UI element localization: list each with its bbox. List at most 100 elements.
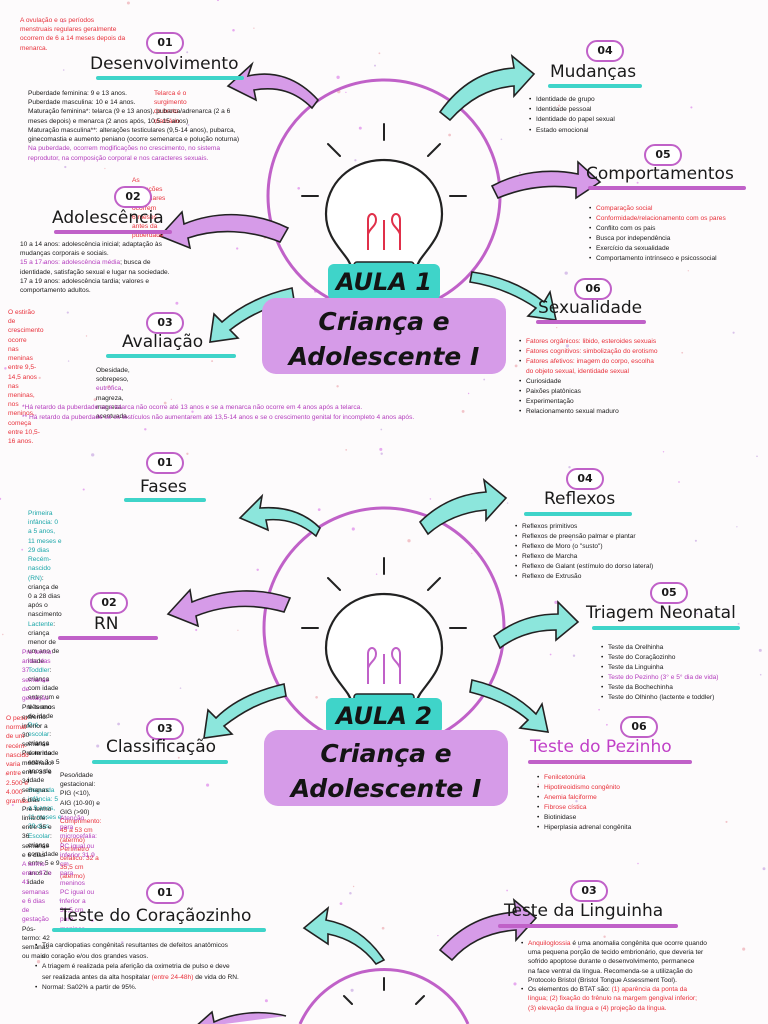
text-span: Pré-termo limítrofe: entre 35 e 36 seman… [22, 805, 52, 859]
text-span: Fatores orgânicos: libido, esteroides se… [526, 338, 657, 345]
text-span: identidade, satisfação sexual e lugar na… [20, 268, 170, 276]
speckle-dot [756, 455, 758, 458]
speckle-dot [758, 648, 762, 652]
text-span: Exercício da sexualidade [596, 245, 670, 252]
speckle-dot [662, 451, 665, 453]
section-number: 03 [146, 718, 184, 740]
text-span: Segunda infância: 5 a 9 anos, 11 meses e… [28, 786, 62, 831]
list-item: Relacionamento sexual maduro [519, 407, 619, 416]
text-line: Toddler: criança com idade entre um e tr… [28, 666, 62, 721]
speckle-dot [336, 385, 339, 388]
fases-title: Fases [140, 477, 187, 497]
speckle-dot [742, 947, 746, 951]
speckle-dot [374, 64, 376, 67]
speckle-dot [170, 398, 173, 401]
text-span: Teste do Coraçãozinho [608, 654, 676, 661]
section-number: 02 [90, 592, 128, 614]
speckle-dot [603, 935, 606, 938]
text-span: Relacionamento sexual maduro [526, 408, 619, 415]
arrow-icon [226, 61, 320, 110]
speckle-dot [117, 722, 120, 726]
text-span: Anemia falciforme [544, 794, 597, 801]
speckle-dot [351, 527, 355, 531]
list-item: Teste do Coraçãozinho [601, 653, 676, 662]
list-item: Hipotireoidismo congênito [537, 783, 620, 792]
speckle-dot [42, 261, 45, 265]
title-underline [54, 230, 172, 234]
speckle-dot [352, 885, 355, 888]
list-item: Reflexo de Moro (o "susto") [515, 542, 603, 551]
text-line: comportamento adultos. [20, 286, 220, 295]
aula-label: AULA 1 [328, 264, 440, 300]
list-item: do coração e/ou dos grandes vasos. [42, 952, 148, 961]
text-span: Primeira infância: 0 a 5 anos, 11 meses … [28, 510, 62, 554]
list-item: Fibrose cística [537, 803, 586, 812]
linguinha-text: Anquiloglossia é uma anomalia congênita … [521, 939, 758, 1013]
text-span: Lactente [28, 620, 54, 628]
speckle-dot [206, 783, 210, 787]
rn-text: Pré-termo: antes das 37 semanas de gesta… [22, 648, 54, 961]
list-item: Comportamento intrínseco e psicossocial [589, 254, 717, 263]
speckle-dot [694, 539, 697, 542]
speckle-dot [678, 481, 680, 483]
text-span: 15 a 17 anos: adolescência média [20, 259, 121, 267]
speckle-dot [91, 453, 95, 457]
speckle-dot [297, 186, 301, 190]
list-item: Biotinidase [537, 813, 576, 822]
text-line: identidade, satisfação sexual e lugar na… [20, 268, 220, 277]
title-underline [592, 626, 740, 630]
speckle-dot [350, 988, 354, 992]
list-item: Exercício da sexualidade [589, 244, 670, 253]
speckle-dot [237, 629, 239, 631]
text-span: do objeto sexual, identidade sexual [526, 368, 630, 375]
speckle-dot [64, 165, 67, 169]
footnote: *Há retardo da puberdade se a telarca nã… [22, 404, 363, 411]
text-span: Pré-termo moderado: entre 30 e 34 semana… [22, 750, 54, 804]
speckle-dot [93, 398, 97, 402]
speckle-dot [175, 301, 179, 305]
list-item: Curiosidade [519, 377, 561, 386]
text-span: : criança com idade entre um e três anos… [28, 666, 60, 720]
text-line: 15 a 17 anos: adolescência média; busca … [20, 258, 220, 267]
speckle-dot [256, 568, 259, 572]
text-span: ser realizada antes da alta hospitalar [42, 973, 152, 981]
text-span: : criança de 0 a 28 dias após o nascimen… [28, 574, 62, 619]
text-span: 10 a 14 anos: adolescência inicial; adap… [20, 241, 162, 248]
list-item: Hiperplasia adrenal congênita [537, 823, 631, 832]
list-item: Teste da Bochechinha [601, 683, 673, 692]
list-item: Conformidade/relacionamento com os pares [589, 214, 726, 223]
speckle-dot [737, 622, 740, 625]
text-span: Experimentação [526, 398, 574, 405]
list-item: Fatores cognitivos: simbolização do erot… [519, 347, 658, 356]
text-span: Pré-termo extremo: inferior a 30 semanas [22, 704, 52, 749]
arrow-icon [166, 588, 292, 628]
text-span: Normal: Sa02% a partir de 95%. [42, 984, 137, 991]
arrow-icon [492, 600, 580, 650]
note-telarca: Telarca é o surgimento do broto mamário [154, 90, 187, 125]
speckle-dot [598, 708, 600, 711]
speckle-dot [253, 27, 255, 29]
text-span: Teste da Bochechinha [608, 684, 673, 691]
speckle-dot [85, 335, 88, 337]
text-span: Comparação social [596, 205, 653, 212]
note-estirao: O estirão de crescimento ocorre nas meni… [8, 309, 44, 446]
avaliacao-text: Obesidade, sobrepeso, eutrófica, magreza… [96, 367, 130, 421]
speckle-dot [637, 862, 639, 865]
speckle-dot [195, 628, 198, 632]
list-item: Teste da Linguinha [601, 663, 663, 672]
speckle-dot [736, 526, 738, 528]
speckle-dot [2, 633, 4, 636]
speckle-dot [514, 364, 518, 368]
section-number: 02 [114, 186, 152, 208]
list-item: Experimentação [519, 397, 574, 406]
section-number: 01 [146, 32, 184, 54]
speckle-dot [354, 159, 357, 162]
speckle-dot [556, 326, 558, 329]
speckle-dot [186, 51, 189, 54]
speckle-dot [211, 360, 214, 363]
title-underline [58, 636, 158, 640]
speckle-dot [177, 756, 180, 759]
text-span: Conformidade/relacionamento com os pares [596, 215, 726, 222]
speckle-dot [317, 508, 321, 511]
speckle-dot [62, 69, 65, 71]
